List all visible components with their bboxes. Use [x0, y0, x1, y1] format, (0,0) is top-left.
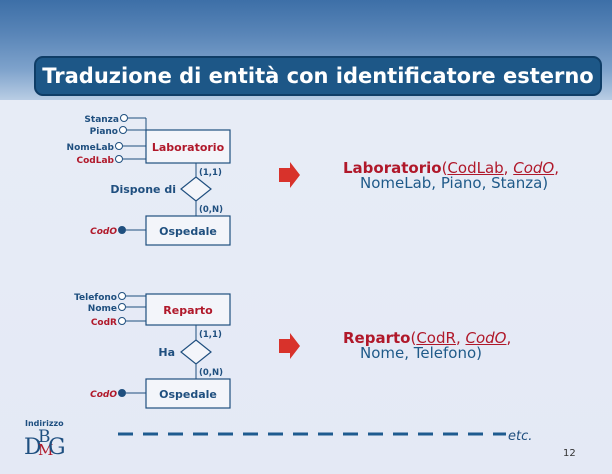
arrow-right-icon	[279, 333, 300, 359]
separator: ,	[503, 159, 514, 177]
relation-name: Laboratorio	[343, 159, 442, 177]
cardinality-label: (0,N)	[199, 368, 223, 378]
relation-schema-laboratorio-line2: NomeLab, Piano, Stanza)	[360, 175, 548, 191]
separator: ,	[506, 329, 512, 347]
attr-label: CodLab	[77, 156, 115, 166]
attr-label: Stanza	[84, 115, 119, 125]
primary-key: CodR	[416, 329, 456, 347]
logo-letter: D	[24, 435, 42, 460]
primary-key: CodLab	[447, 159, 504, 177]
cardinality-label: (1,1)	[199, 168, 222, 178]
attr-label: Telefono	[74, 293, 117, 303]
attribute-stanza: Stanza	[84, 114, 147, 130]
relation-name: Reparto	[343, 329, 411, 347]
logo-letter: B	[38, 427, 51, 447]
entity-label: Ospedale	[159, 388, 217, 401]
relationship-ha	[180, 339, 212, 365]
entity-reparto	[145, 293, 231, 326]
attr-label: CodO	[90, 390, 117, 400]
attr-label: Piano	[90, 127, 118, 137]
entity-label: Ospedale	[159, 225, 217, 238]
relationship-label: Ha	[158, 346, 175, 359]
relation-schema-reparto-line2: Nome, Telefono)	[360, 345, 482, 361]
attr-label: CodR	[91, 318, 117, 328]
slide-title: Traduzione di entità con identificatore …	[34, 56, 602, 96]
entity-label: Reparto	[163, 304, 213, 317]
logo-superscript: Indirizzo	[25, 419, 64, 428]
identifier-dot	[118, 389, 126, 397]
identifier-dot	[118, 226, 126, 234]
etc-label: etc.	[508, 429, 533, 444]
attribute-nome: Nome	[88, 303, 146, 314]
cardinality-label: (1,1)	[199, 330, 222, 340]
logo-letter: M	[38, 441, 54, 459]
logo-letter: G	[48, 435, 66, 460]
attribute-telefono: Telefono	[74, 292, 146, 303]
attribute-piano: Piano	[90, 126, 146, 137]
attribute-codr: CodR	[91, 317, 146, 328]
page-number: 12	[563, 448, 576, 459]
entity-laboratorio	[145, 129, 231, 164]
attribute-codlab: CodLab	[77, 155, 146, 166]
relationship-label: Dispone di	[110, 183, 176, 196]
paren-open: (	[410, 329, 417, 347]
relationship-dispone-di	[180, 176, 212, 202]
entity-label: Laboratorio	[152, 141, 225, 154]
paren-open: (	[441, 159, 448, 177]
external-key: CodO	[465, 329, 507, 347]
separator: ,	[554, 159, 559, 177]
attr-label: CodO	[90, 227, 117, 237]
relation-schema-reparto: Reparto(CodR, CodO,	[343, 330, 511, 346]
attr-label: Nome	[88, 304, 117, 314]
cardinality-label: (0,N)	[199, 205, 223, 215]
external-key: CodO	[513, 159, 555, 177]
relation-attributes: Nome, Telefono)	[360, 344, 483, 362]
attribute-nomelab: NomeLab	[67, 142, 146, 153]
separator: ,	[455, 329, 466, 347]
arrow-right-icon	[279, 162, 300, 188]
relation-attributes: NomeLab, Piano, Stanza)	[360, 174, 549, 192]
relation-schema-laboratorio: Laboratorio(CodLab, CodO,	[343, 160, 559, 176]
attr-label: NomeLab	[67, 143, 115, 153]
entity-ospedale	[145, 215, 231, 246]
dbmg-logo: D B M G	[24, 427, 66, 461]
